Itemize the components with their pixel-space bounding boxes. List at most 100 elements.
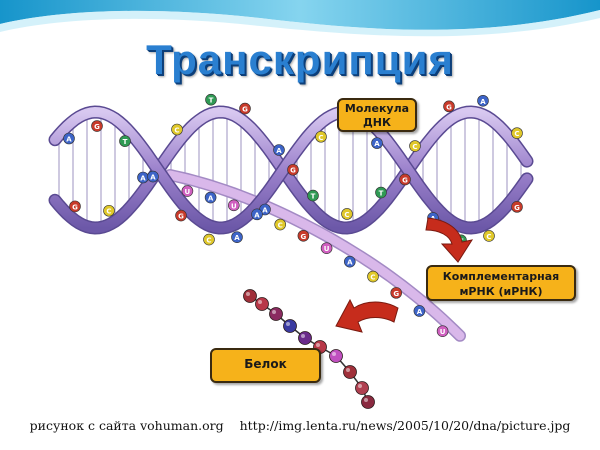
base-t [375, 186, 387, 199]
amino-acid-bead [298, 331, 312, 345]
mrna-base-letter: U [440, 328, 446, 336]
bead-highlight [258, 300, 262, 304]
amino-acid-bead [355, 381, 369, 395]
mrna-base-u [436, 325, 449, 337]
amino-acid-bead [329, 349, 343, 363]
amino-acid-bead [283, 319, 297, 333]
dna-strand-upper [50, 106, 532, 234]
base-g [511, 201, 523, 213]
base-letter: G [514, 204, 520, 212]
amino-acid-bead [343, 365, 357, 379]
base-t [307, 189, 319, 202]
base-letter: A [480, 98, 486, 106]
protein-chain [243, 289, 375, 409]
mrna-base-letter: A [208, 195, 214, 203]
base-letter: G [178, 213, 184, 221]
base-a [147, 170, 159, 183]
base-letter: G [242, 106, 248, 114]
bead-highlight [332, 352, 336, 356]
mrna-base-letter: U [185, 188, 191, 196]
base-g [399, 173, 411, 186]
mrna-base-letter: C [370, 274, 375, 282]
dna-molecule-callout: Молекула ДНК [337, 98, 417, 132]
bead-highlight [272, 310, 276, 314]
slide-title: Транскрипция [146, 36, 454, 83]
base-letter: G [290, 167, 296, 175]
base-letter: G [402, 176, 408, 184]
base-g [239, 102, 251, 115]
base-letter: A [234, 234, 240, 242]
bead-highlight [301, 334, 305, 338]
base-letter: C [412, 143, 417, 151]
base-g [69, 200, 81, 213]
base-letter: C [318, 134, 323, 142]
base-letter: C [106, 208, 111, 216]
base-letter: A [150, 174, 156, 182]
base-c [171, 123, 183, 136]
base-letter: C [174, 126, 179, 134]
bead-highlight [358, 384, 362, 388]
mrna-strand [165, 170, 465, 341]
base-a [273, 144, 285, 156]
base-c [203, 233, 215, 246]
source-caption: рисунок с сайта vohuman.org http://img.l… [0, 418, 600, 433]
base-g [175, 209, 187, 222]
mrna-base-u [228, 199, 240, 212]
amino-acid-bead [255, 297, 269, 311]
dna-callout-line2: ДНК [363, 116, 391, 129]
base-letter: A [140, 175, 146, 183]
base-a [63, 132, 75, 145]
arrow-to-protein [335, 298, 399, 333]
base-letter: T [123, 138, 128, 146]
base-letter: C [206, 237, 211, 245]
base-letter: C [486, 233, 491, 241]
caption-source: рисунок с сайта vohuman.org [29, 418, 224, 433]
base-letter: A [276, 147, 282, 155]
mrna-base-g [390, 287, 403, 299]
mrna-base-letter: C [278, 222, 283, 230]
base-g [443, 100, 455, 113]
mrna-callout-line2: мРНК (иРНК) [459, 285, 543, 298]
caption-url: http://img.lenta.ru/news/2005/10/20/dna/… [239, 418, 571, 433]
base-c [103, 204, 115, 217]
base-a [477, 94, 489, 107]
base-letter: T [379, 190, 384, 198]
base-letter: G [94, 123, 100, 131]
mrna-base-letter: A [254, 211, 260, 219]
base-c [511, 127, 523, 139]
header-wave [0, 0, 600, 30]
mrna-base-letter: A [417, 308, 423, 316]
bead-highlight [286, 322, 290, 326]
mrna-base-a [343, 255, 356, 268]
base-letter: C [514, 130, 519, 138]
mrna-base-letter: U [231, 202, 237, 210]
bead-highlight [316, 343, 320, 347]
base-letter: G [446, 103, 452, 111]
base-c [409, 140, 421, 152]
mrna-callout-line1: Комплементарная [442, 270, 560, 283]
mrna-base-c [367, 270, 379, 283]
base-letter: C [344, 211, 349, 219]
base-a [371, 137, 383, 149]
bead-highlight [346, 368, 350, 372]
base-g [287, 163, 299, 176]
base-a [231, 231, 243, 243]
amino-acid-bead [243, 289, 257, 303]
bead-highlight [246, 292, 250, 296]
base-letter: G [72, 203, 78, 211]
bead-highlight [364, 398, 368, 402]
base-c [315, 130, 327, 143]
mrna-base-a [413, 305, 426, 317]
base-letter: A [262, 207, 268, 215]
base-letter: A [66, 136, 72, 144]
mrna-base-a [204, 191, 217, 204]
mrna-base-g [297, 229, 310, 242]
mrna-base-letter: U [324, 245, 330, 253]
mrna-base-u [181, 185, 194, 197]
mrna-base-letter: G [393, 290, 399, 298]
dna-strand-lower [50, 106, 532, 234]
arrow-to-mrna [425, 217, 474, 263]
base-g [91, 120, 103, 132]
